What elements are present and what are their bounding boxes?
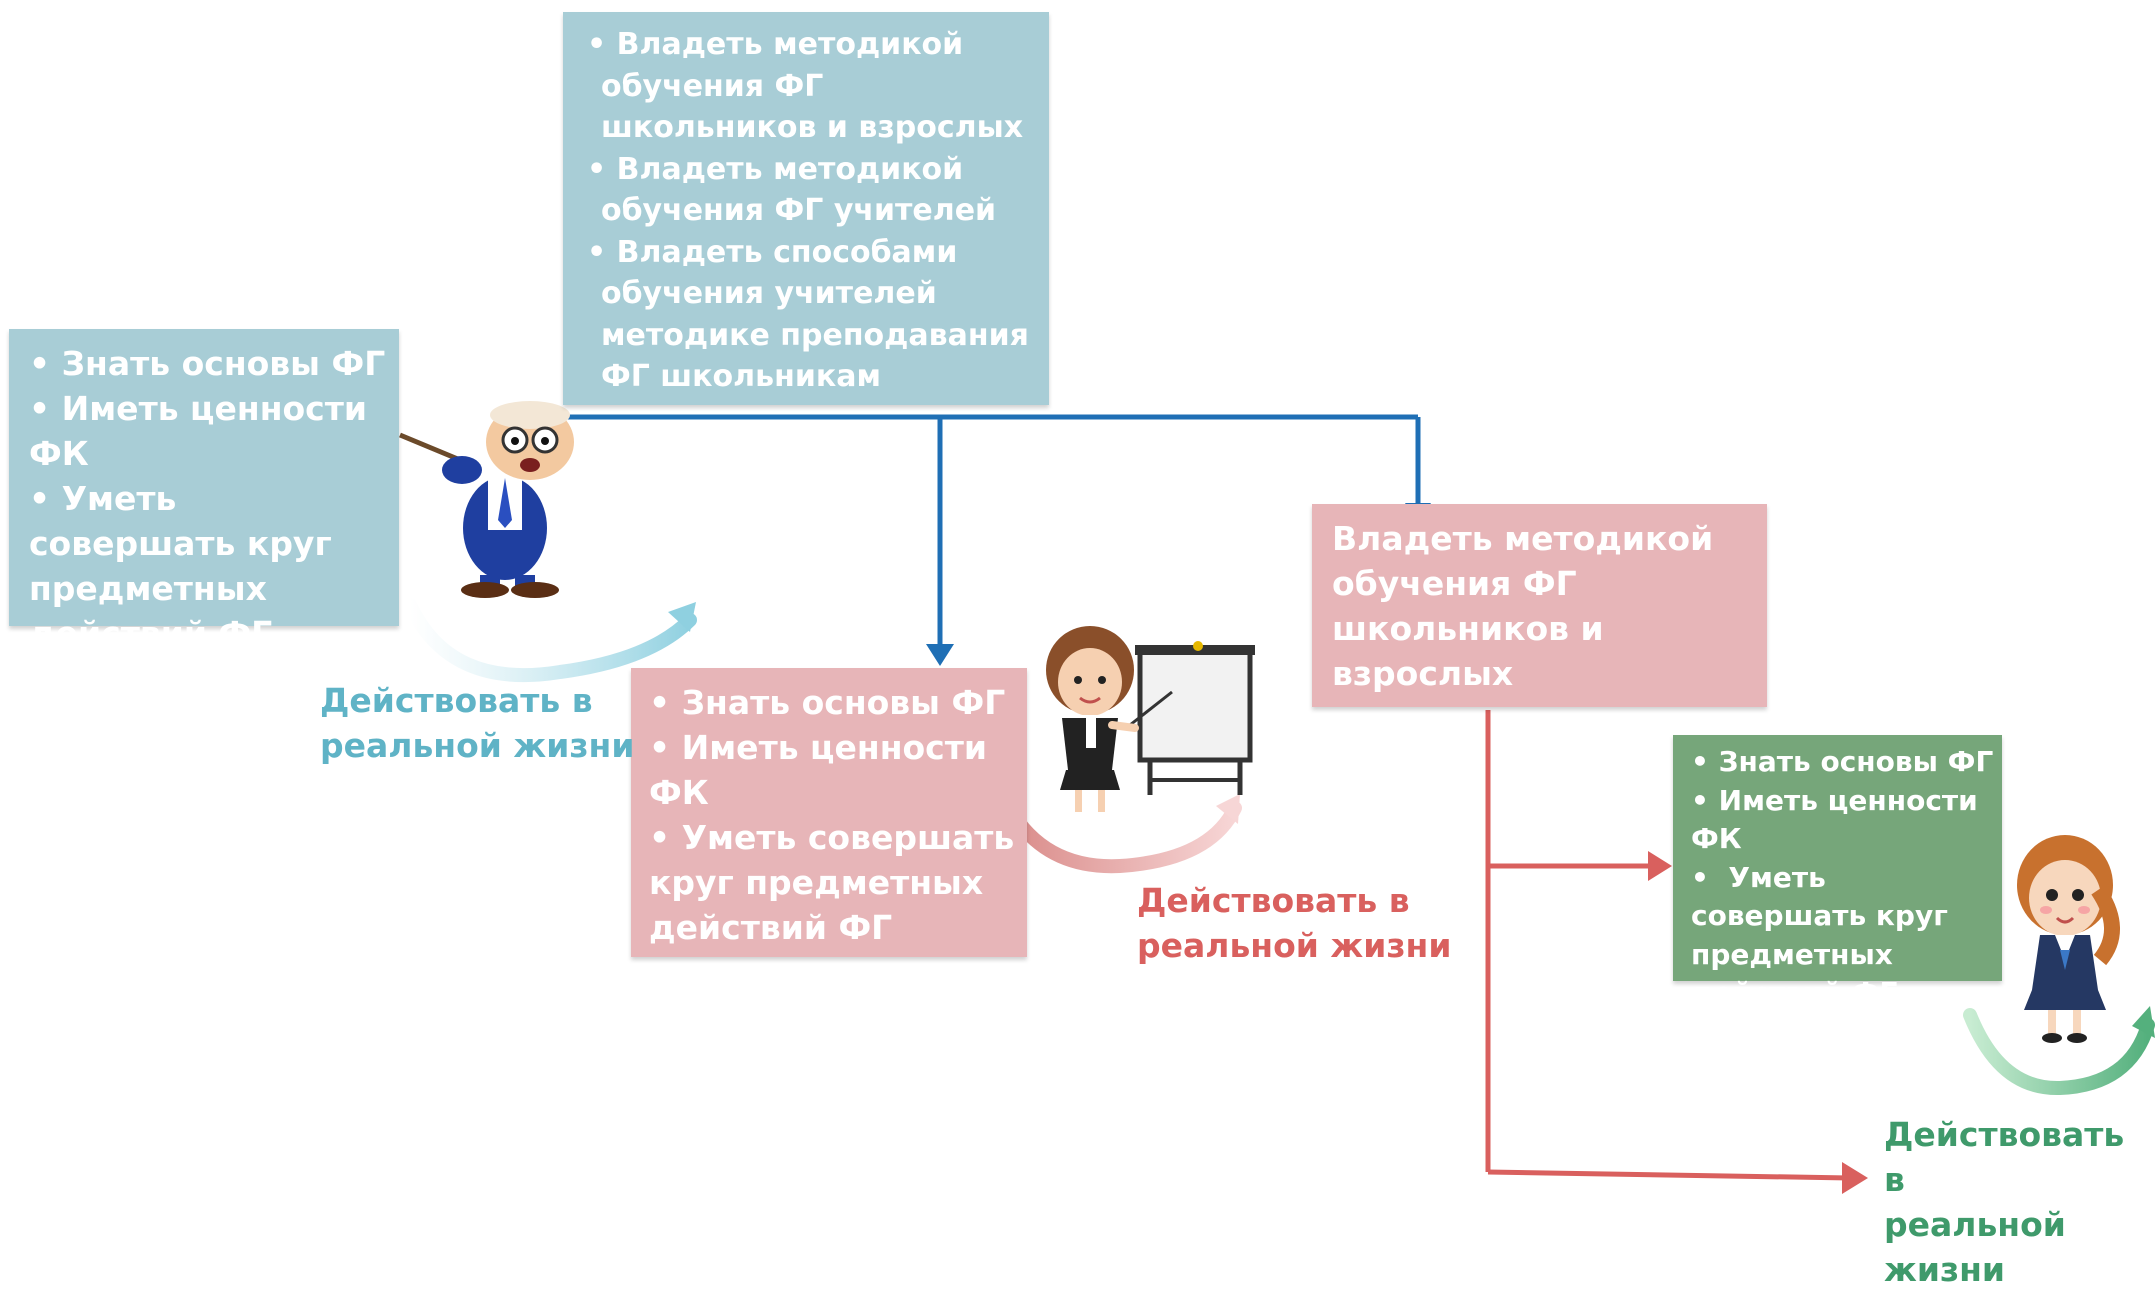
blue-connector: [560, 414, 1421, 654]
list-item: Владеть методикой обучения ФГ школьников…: [601, 24, 1039, 149]
list-item: Иметь ценности ФК: [1691, 782, 1994, 859]
pink-action-label: Действовать в реальной жизни: [1137, 878, 1451, 968]
red-arrowhead-bottom: [1842, 1162, 1868, 1194]
top-methodology-box: Владеть методикой обучения ФГ школьников…: [563, 12, 1049, 405]
list-item: Уметь совершать круг предметных действий…: [29, 476, 389, 656]
middle-competency-box: Знать основы ФГ Иметь ценности ФК Уметь …: [631, 668, 1027, 957]
right-methodology-text: Владеть методикой обучения ФГ школьников…: [1332, 519, 1714, 693]
green-action-label: Действовать в реальной жизни: [1884, 1112, 2155, 1292]
pink-arc: [998, 793, 1242, 874]
connectors-layer: [399, 401, 2155, 1194]
list-item: Знать основы ФГ: [29, 341, 389, 386]
green-arc: [1963, 1008, 2155, 1096]
student-illustration: [2017, 835, 2120, 1043]
list-item: Уметь совершать круг предметных действий…: [1691, 859, 1994, 1013]
left-competency-box: Знать основы ФГ Иметь ценности ФК Уметь …: [9, 329, 399, 653]
list-item: Иметь ценности ФК: [29, 386, 389, 476]
blue-arc-head: [668, 602, 696, 632]
label-line: реальной жизни: [320, 726, 635, 765]
label-line: реальной жизни: [1137, 926, 1452, 965]
list-item: Знать основы ФГ: [649, 680, 1017, 725]
list-item: Владеть способами обучения учителей мето…: [601, 232, 1039, 398]
teacher-illustration: [1046, 626, 1255, 812]
label-line: Действовать в: [1137, 881, 1410, 920]
list-item: Владеть методикой обучения ФГ учителей: [601, 149, 1039, 232]
red-arrowhead-green: [1648, 851, 1672, 881]
list-item: Уметь совершать круг предметных действий…: [649, 815, 1017, 950]
blue-arrowhead-mid: [926, 644, 954, 666]
middle-competency-list: Знать основы ФГ Иметь ценности ФК Уметь …: [649, 680, 1017, 950]
green-arc-head: [2132, 1006, 2155, 1038]
student-competency-box: Знать основы ФГ Иметь ценности ФК Уметь …: [1673, 735, 2002, 1009]
professor-illustration: [399, 401, 574, 598]
blue-action-label: Действовать в реальной жизни: [320, 678, 634, 768]
label-line: Действовать в: [1884, 1115, 2125, 1199]
blue-arc: [403, 598, 697, 683]
list-item: Иметь ценности ФК: [649, 725, 1017, 815]
student-competency-list: Знать основы ФГ Иметь ценности ФК Уметь …: [1691, 743, 1994, 1013]
label-line: Действовать в: [320, 681, 593, 720]
top-methodology-list: Владеть методикой обучения ФГ школьников…: [601, 24, 1039, 398]
pink-arc-head: [1216, 794, 1240, 824]
label-line: реальной жизни: [1884, 1205, 2066, 1289]
diagram: Владеть методикой обучения ФГ школьников…: [0, 0, 2155, 1195]
red-connector: [1485, 710, 1851, 1181]
right-methodology-box: Владеть методикой обучения ФГ школьников…: [1312, 504, 1767, 707]
list-item: Знать основы ФГ: [1691, 743, 1994, 782]
left-competency-list: Знать основы ФГ Иметь ценности ФК Уметь …: [29, 341, 389, 656]
